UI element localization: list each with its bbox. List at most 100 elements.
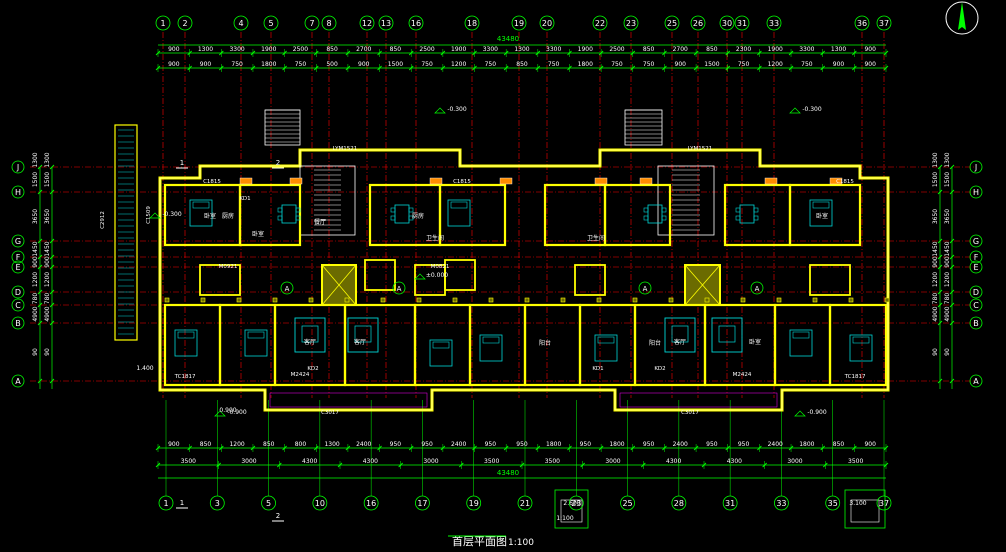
axis-bubble-right — [969, 250, 983, 264]
axis-bubble-left — [11, 374, 25, 388]
dim-top-2-value: 1200 — [768, 61, 783, 68]
window-marker — [764, 177, 778, 185]
chair-symbol — [643, 215, 649, 221]
dim-bottom-1-value: 1200 — [229, 441, 244, 448]
axis-label-right: H — [973, 188, 979, 197]
level-mark: -0.300 — [162, 211, 182, 218]
dim-right-inner-value: 1450 — [944, 241, 951, 256]
axis-bubble-bottom — [825, 495, 841, 511]
axis-label-left: E — [15, 263, 20, 272]
room-wall — [238, 183, 302, 247]
entry-bubble-label: A — [755, 285, 760, 293]
side-stair — [114, 124, 138, 341]
balcony-rail — [619, 392, 778, 408]
column-marker — [524, 297, 530, 303]
entrance-landing — [624, 109, 663, 146]
axis-bubble-top — [592, 15, 608, 31]
dim-bottom-1-value: 850 — [200, 441, 212, 448]
axis-label-right: E — [973, 263, 978, 272]
section-mark: 2 — [276, 159, 280, 167]
chair-symbol — [295, 215, 301, 221]
dim-bottom-2-value: 3500 — [484, 458, 499, 465]
dim-top-1-value: 3300 — [229, 46, 244, 53]
dim-top-2-value: 900 — [200, 61, 212, 68]
dim-bottom-1-value: 950 — [390, 441, 402, 448]
pillow-symbol — [792, 331, 810, 339]
chair-symbol — [277, 215, 283, 221]
room-wall — [163, 303, 222, 387]
dim-left-value: 780 — [32, 293, 39, 305]
dim-top-2-value: 850 — [516, 61, 528, 68]
room-wall — [438, 183, 507, 247]
axis-label-top: 12 — [362, 19, 372, 28]
dim-top-2-value: 750 — [738, 61, 750, 68]
dim-right-inner-tick — [949, 254, 955, 260]
window-tag: C1815 — [836, 179, 854, 185]
dim-right-tick — [937, 164, 943, 170]
dim-left-tick — [37, 254, 43, 260]
pillow-symbol — [192, 201, 210, 209]
dim-right-tick — [937, 378, 943, 384]
pillow-symbol — [450, 201, 468, 209]
dim-bottom-1-value: 1800 — [609, 441, 624, 448]
axis-label-right: B — [973, 319, 979, 328]
drawing-scale: 1:100 — [508, 538, 534, 548]
axis-label-bottom: 37 — [879, 499, 889, 508]
bed-symbol — [809, 199, 833, 227]
axis-bubble-bottom — [620, 495, 635, 511]
dim-left-tick — [37, 320, 43, 326]
axis-label-right: D — [973, 288, 979, 297]
dim-top-2-value: 750 — [231, 61, 243, 68]
note-label: 1.400 — [136, 365, 153, 372]
pillow-symbol — [247, 331, 265, 339]
axis-bubble-top — [177, 15, 193, 31]
dim-top-1-value: 850 — [326, 46, 338, 53]
axis-bubble-right — [969, 298, 983, 312]
axis-label-left: J — [16, 163, 19, 172]
dim-left-inner-value: 900 — [44, 256, 51, 268]
axis-bubble-top — [690, 15, 706, 31]
window-tag: M0821 — [431, 264, 450, 270]
axis-bubble-top — [623, 15, 639, 31]
dim-right-inner-value: 90 — [944, 348, 951, 356]
bed-symbol — [447, 199, 471, 227]
dim-left-inner-tick — [49, 254, 55, 260]
dim-right-value: 780 — [932, 293, 939, 305]
axis-label-left: D — [15, 288, 21, 297]
dim-top-1-value: 900 — [168, 46, 180, 53]
dim-right-inner-tick — [949, 264, 955, 270]
level-triangle — [434, 107, 446, 114]
chair-symbol — [735, 207, 741, 213]
dim-right-inner-tick — [949, 189, 955, 195]
dim-right-inner-value: 1500 — [944, 172, 951, 187]
entry-bubble-label: A — [397, 285, 402, 293]
dim-top-2-value: 900 — [358, 61, 370, 68]
furniture — [174, 199, 873, 367]
dim-right-value: 3650 — [932, 209, 939, 224]
entry-bubble — [280, 281, 294, 295]
service-room-wall — [574, 264, 606, 296]
dim-left-inner-value: 1200 — [44, 272, 51, 287]
window-tag: C2912 — [100, 211, 106, 229]
axis-bubble-bottom — [363, 495, 379, 511]
dim-left-tick — [37, 302, 43, 308]
axis-bubble-right — [969, 260, 983, 274]
axis-bubble-bottom — [722, 495, 738, 511]
dim-bottom-2-value: 3500 — [181, 458, 196, 465]
entry-bubble-label: A — [285, 285, 290, 293]
column-marker — [308, 297, 314, 303]
axis-label-right: F — [974, 253, 979, 262]
axis-bubble-top — [511, 15, 527, 31]
dim-bottom-1-value: 950 — [643, 441, 655, 448]
dim-bottom-2-value: 4300 — [302, 458, 317, 465]
dim-top-1-value: 3300 — [799, 46, 814, 53]
table-symbol — [301, 325, 319, 343]
note-label: 0.900 — [219, 407, 236, 414]
dim-left-value: 900 — [32, 256, 39, 268]
dim-left-inner-value: 1500 — [44, 172, 51, 187]
dim-right-tick — [937, 238, 943, 244]
axis-bubble-top — [263, 15, 279, 31]
bed-symbol — [479, 334, 503, 362]
level-triangle — [214, 410, 226, 417]
window-tag: C1815 — [453, 179, 471, 185]
